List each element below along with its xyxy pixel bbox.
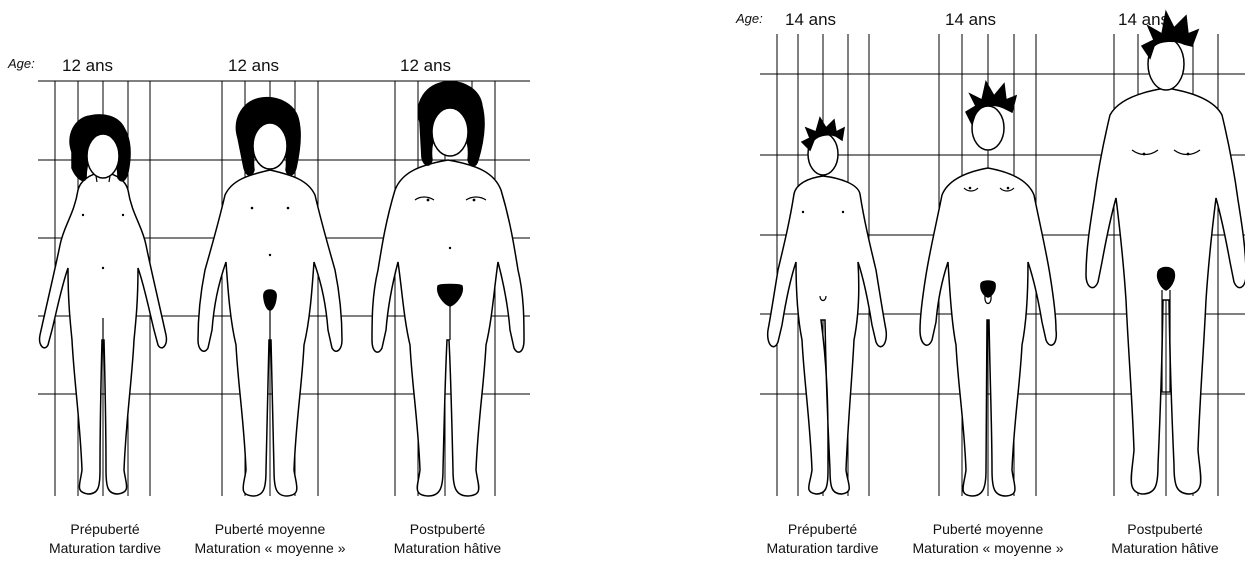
boys-panel: Age: 14 ans 14 ans 14 ans [730, 0, 1245, 565]
caption-boy-3: Postpuberté Maturation hâtive [1085, 520, 1245, 558]
stage-label-girl-2: Puberté moyenne [180, 520, 360, 539]
stage-label-boy-3: Postpuberté [1085, 520, 1245, 539]
maturation-label-girl-3: Maturation hâtive [365, 539, 530, 558]
boys-height-grid [730, 0, 1245, 565]
girls-panel: Age: 12 ans 12 ans 12 ans [0, 0, 540, 565]
caption-boy-2: Puberté moyenne Maturation « moyenne » [898, 520, 1078, 558]
maturation-label-boy-2: Maturation « moyenne » [898, 539, 1078, 558]
maturation-label-boy-3: Maturation hâtive [1085, 539, 1245, 558]
caption-girl-1: Prépuberté Maturation tardive [20, 520, 190, 558]
stage-label-boy-1: Prépuberté [740, 520, 905, 539]
stage-label-boy-2: Puberté moyenne [898, 520, 1078, 539]
maturation-label-girl-2: Maturation « moyenne » [180, 539, 360, 558]
maturation-label-boy-1: Maturation tardive [740, 539, 905, 558]
girls-height-grid [0, 0, 540, 565]
maturation-label-girl-1: Maturation tardive [20, 539, 190, 558]
caption-boy-1: Prépuberté Maturation tardive [740, 520, 905, 558]
stage-label-girl-3: Postpuberté [365, 520, 530, 539]
stage-label-girl-1: Prépuberté [20, 520, 190, 539]
caption-girl-2: Puberté moyenne Maturation « moyenne » [180, 520, 360, 558]
caption-girl-3: Postpuberté Maturation hâtive [365, 520, 530, 558]
